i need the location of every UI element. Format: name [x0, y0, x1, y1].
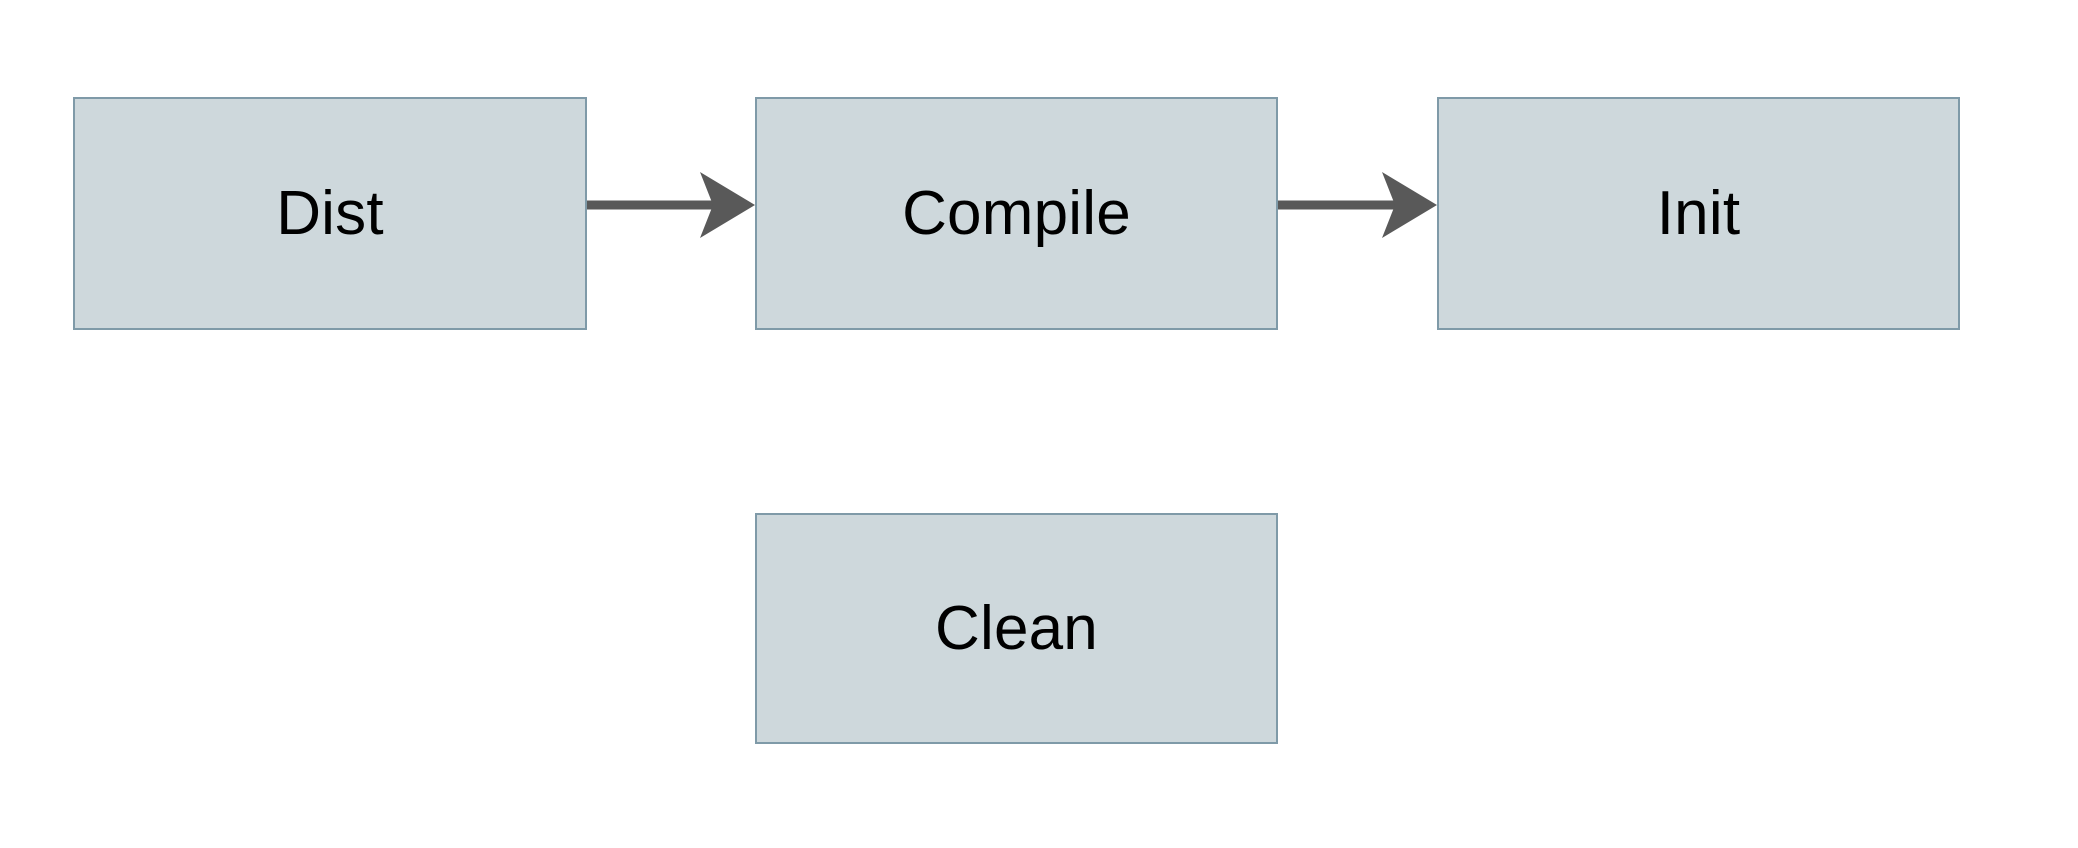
node-init-label: Init	[1656, 178, 1741, 248]
node-compile-label: Compile	[902, 178, 1131, 248]
node-clean-label: Clean	[935, 593, 1098, 663]
arrowhead-compile-to-init	[1382, 172, 1437, 238]
node-compile[interactable]: Compile	[755, 97, 1278, 330]
edge-compile-to-init[interactable]	[1278, 172, 1437, 238]
node-init[interactable]: Init	[1437, 97, 1960, 330]
node-dist-label: Dist	[276, 178, 384, 248]
arrowhead-dist-to-compile	[700, 172, 755, 238]
node-dist[interactable]: Dist	[73, 97, 587, 330]
edge-dist-to-compile[interactable]	[587, 172, 755, 238]
node-clean[interactable]: Clean	[755, 513, 1278, 744]
